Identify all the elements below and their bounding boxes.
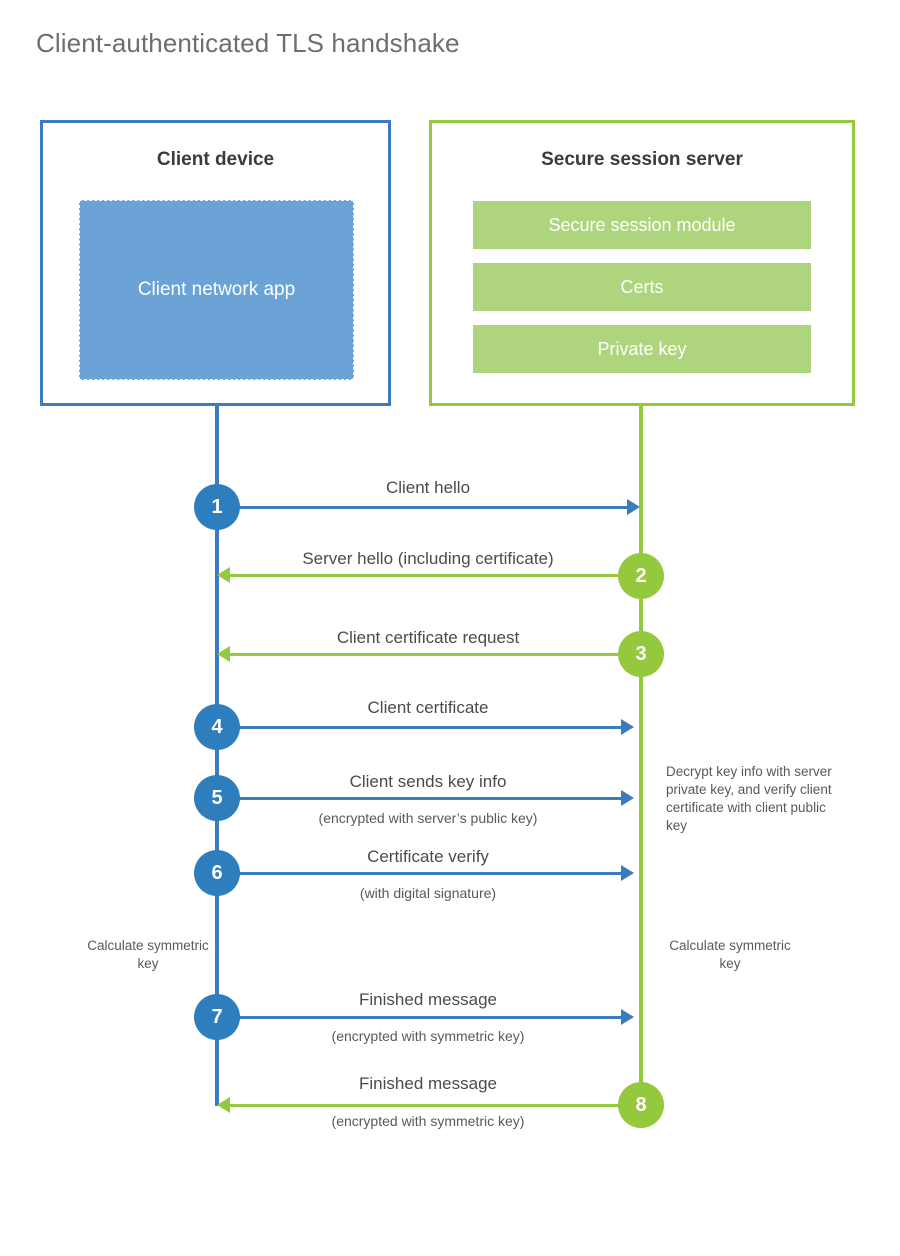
secure-session-server-title: Secure session server: [541, 149, 743, 170]
step-6-sublabel: (with digital signature): [359, 885, 497, 901]
step-8-arrow-line: [230, 1104, 641, 1107]
step-5-arrow-line: [217, 797, 621, 800]
step-2-marker[interactable]: 2: [618, 553, 664, 599]
step-4-marker[interactable]: 4: [194, 704, 240, 750]
server-decrypt-note: Decrypt key info with server private key…: [666, 764, 832, 833]
step-5-sublabel: (encrypted with server’s public key): [318, 810, 538, 826]
step-3-arrow-line: [230, 653, 641, 656]
server-module-private-key: Private key: [473, 325, 811, 373]
step-3-label: Client certificate request: [336, 628, 520, 647]
client-device-title: Client device: [156, 149, 275, 170]
step-2-arrow-line: [230, 574, 641, 577]
step-1-marker[interactable]: 1: [194, 484, 240, 530]
step-7-marker[interactable]: 7: [194, 994, 240, 1040]
step-4-arrow-head: [621, 719, 634, 735]
step-2-arrow-head: [217, 567, 230, 583]
step-7-sublabel: (encrypted with symmetric key): [331, 1028, 525, 1044]
step-7-arrow-line: [217, 1016, 621, 1019]
step-5-arrow-head: [621, 790, 634, 806]
step-4-arrow-line: [217, 726, 621, 729]
step-1-arrow-line: [217, 506, 627, 509]
client-calculate-symmetric-key-note: Calculate symmetric key: [87, 938, 209, 971]
step-6-marker[interactable]: 6: [194, 850, 240, 896]
secure-session-server-box: Secure session server Secure session mod…: [429, 120, 855, 406]
step-2-label: Server hello (including certificate): [302, 549, 554, 568]
step-8-marker[interactable]: 8: [618, 1082, 664, 1128]
server-module-secure-session-module: Secure session module: [473, 201, 811, 249]
step-4-label: Client certificate: [367, 698, 489, 717]
step-3-marker[interactable]: 3: [618, 631, 664, 677]
step-6-arrow-line: [217, 872, 621, 875]
step-8-label: Finished message: [359, 1074, 497, 1093]
step-1-arrow-head: [627, 499, 640, 515]
server-calculate-symmetric-key-note: Calculate symmetric key: [669, 938, 791, 971]
step-6-label: Certificate verify: [367, 847, 489, 866]
client-network-app-box: Client network app: [79, 200, 354, 380]
step-3-arrow-head: [217, 646, 230, 662]
client-device-box: Client device Client network app: [40, 120, 391, 406]
step-1-label: Client hello: [385, 478, 471, 497]
step-8-sublabel: (encrypted with symmetric key): [331, 1113, 525, 1129]
step-7-arrow-head: [621, 1009, 634, 1025]
page-title: Client-authenticated TLS handshake: [36, 28, 460, 58]
step-5-marker[interactable]: 5: [194, 775, 240, 821]
server-lifeline: [639, 406, 643, 1106]
step-8-arrow-head: [217, 1097, 230, 1113]
step-5-label: Client sends key info: [349, 772, 507, 791]
server-module-certs: Certs: [473, 263, 811, 311]
client-lifeline: [215, 406, 219, 1106]
step-7-label: Finished message: [359, 990, 497, 1009]
step-6-arrow-head: [621, 865, 634, 881]
